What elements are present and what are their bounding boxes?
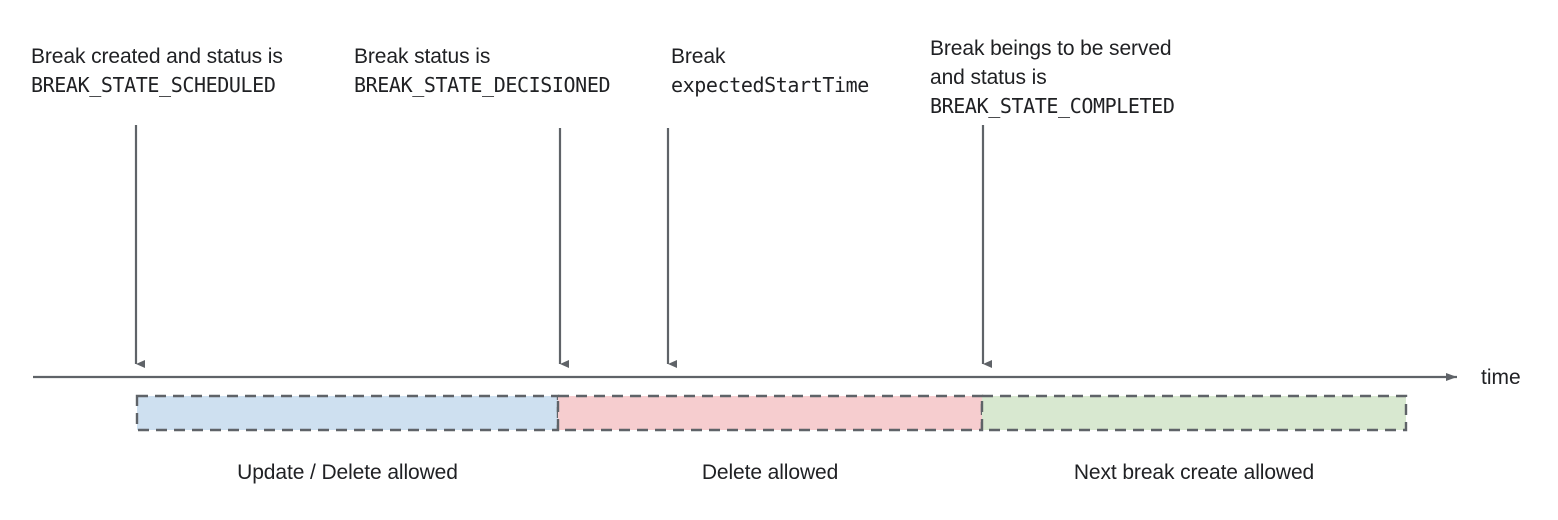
annotation-line-code: BREAK_STATE_DECISIONED [354, 73, 611, 97]
phase-bar-delete-only [556, 394, 984, 432]
annotation-decisioned: Break status is BREAK_STATE_DECISIONED [354, 42, 611, 100]
phase-caption-next-break: Next break create allowed [1073, 461, 1315, 484]
phase-caption-delete-only: Delete allowed [701, 461, 839, 484]
time-axis-label: time [1481, 366, 1521, 389]
annotation-line-code: BREAK_STATE_COMPLETED [930, 94, 1175, 118]
annotation-line: Break [671, 45, 726, 68]
annotation-expected-start-time: Break expectedStartTime [671, 42, 869, 100]
annotation-line: Break beings to be served [930, 37, 1172, 60]
phase-caption-update-delete: Update / Delete allowed [237, 461, 458, 484]
annotation-line: Break created and status is [31, 45, 283, 68]
annotation-completed: Break beings to be served and status is … [930, 34, 1175, 121]
annotation-line: Break status is [354, 45, 491, 68]
phase-bar-next-break [980, 394, 1408, 432]
annotation-scheduled: Break created and status is BREAK_STATE_… [31, 42, 283, 100]
annotation-line-code: expectedStartTime [671, 73, 869, 97]
annotation-line: and status is [930, 66, 1047, 89]
annotation-line-code: BREAK_STATE_SCHEDULED [31, 73, 276, 97]
phase-bar-update-delete [135, 394, 560, 432]
